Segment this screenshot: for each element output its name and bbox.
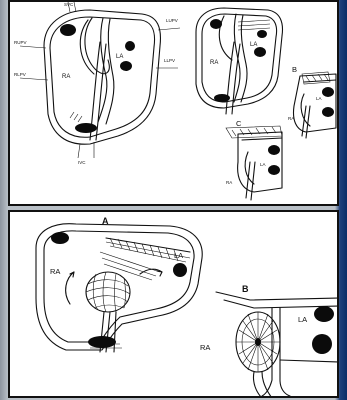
step-c-la-label: LA	[260, 162, 266, 167]
step-b-ra-label: RA	[288, 116, 294, 121]
rupv-label: RUPV	[14, 40, 27, 45]
main-heart-diagram: SVC RUPV RLPV LUPV LLPV IVC RA LA	[14, 2, 180, 165]
llpv-label: LLPV	[164, 58, 175, 63]
svc-label: SVC	[64, 2, 74, 7]
figure-b-letter: B	[242, 284, 249, 294]
top-figure-panel: SVC RUPV RLPV LUPV LLPV IVC RA LA RA LA	[8, 0, 339, 206]
rlpv-label: RLPV	[14, 72, 26, 77]
step2-ra-label: RA	[210, 60, 218, 66]
step-b-la-label: LA	[316, 96, 322, 101]
step2-la-label: LA	[250, 42, 257, 48]
step-c-ra-label: RA	[226, 180, 232, 185]
step-b-diagram: B RA LA	[288, 65, 336, 138]
bottom-figure-drawing: A RA L	[10, 212, 339, 398]
bottom-figure-panel: A RA L	[8, 210, 339, 398]
figure-b-diagram: B RA LA	[200, 284, 339, 398]
figure-b-ra-label: RA	[200, 343, 210, 352]
step-b-letter: B	[292, 65, 297, 74]
lupv-label: LUPV	[166, 18, 178, 23]
ivc-label: IVC	[78, 160, 86, 165]
figure-b-la-label: LA	[298, 315, 307, 324]
step-c-diagram: C RA LA	[226, 119, 282, 200]
la-label: LA	[116, 54, 123, 60]
figure-a-la-label: LA	[174, 251, 183, 260]
figure-a-diagram: A RA L	[36, 216, 202, 352]
ra-label: RA	[62, 74, 70, 80]
figure-a-ra-label: RA	[50, 267, 60, 276]
top-figure-drawing: SVC RUPV RLPV LUPV LLPV IVC RA LA RA LA	[10, 2, 339, 206]
step2-heart-diagram: RA LA	[196, 8, 282, 114]
step-c-letter: C	[236, 119, 242, 128]
